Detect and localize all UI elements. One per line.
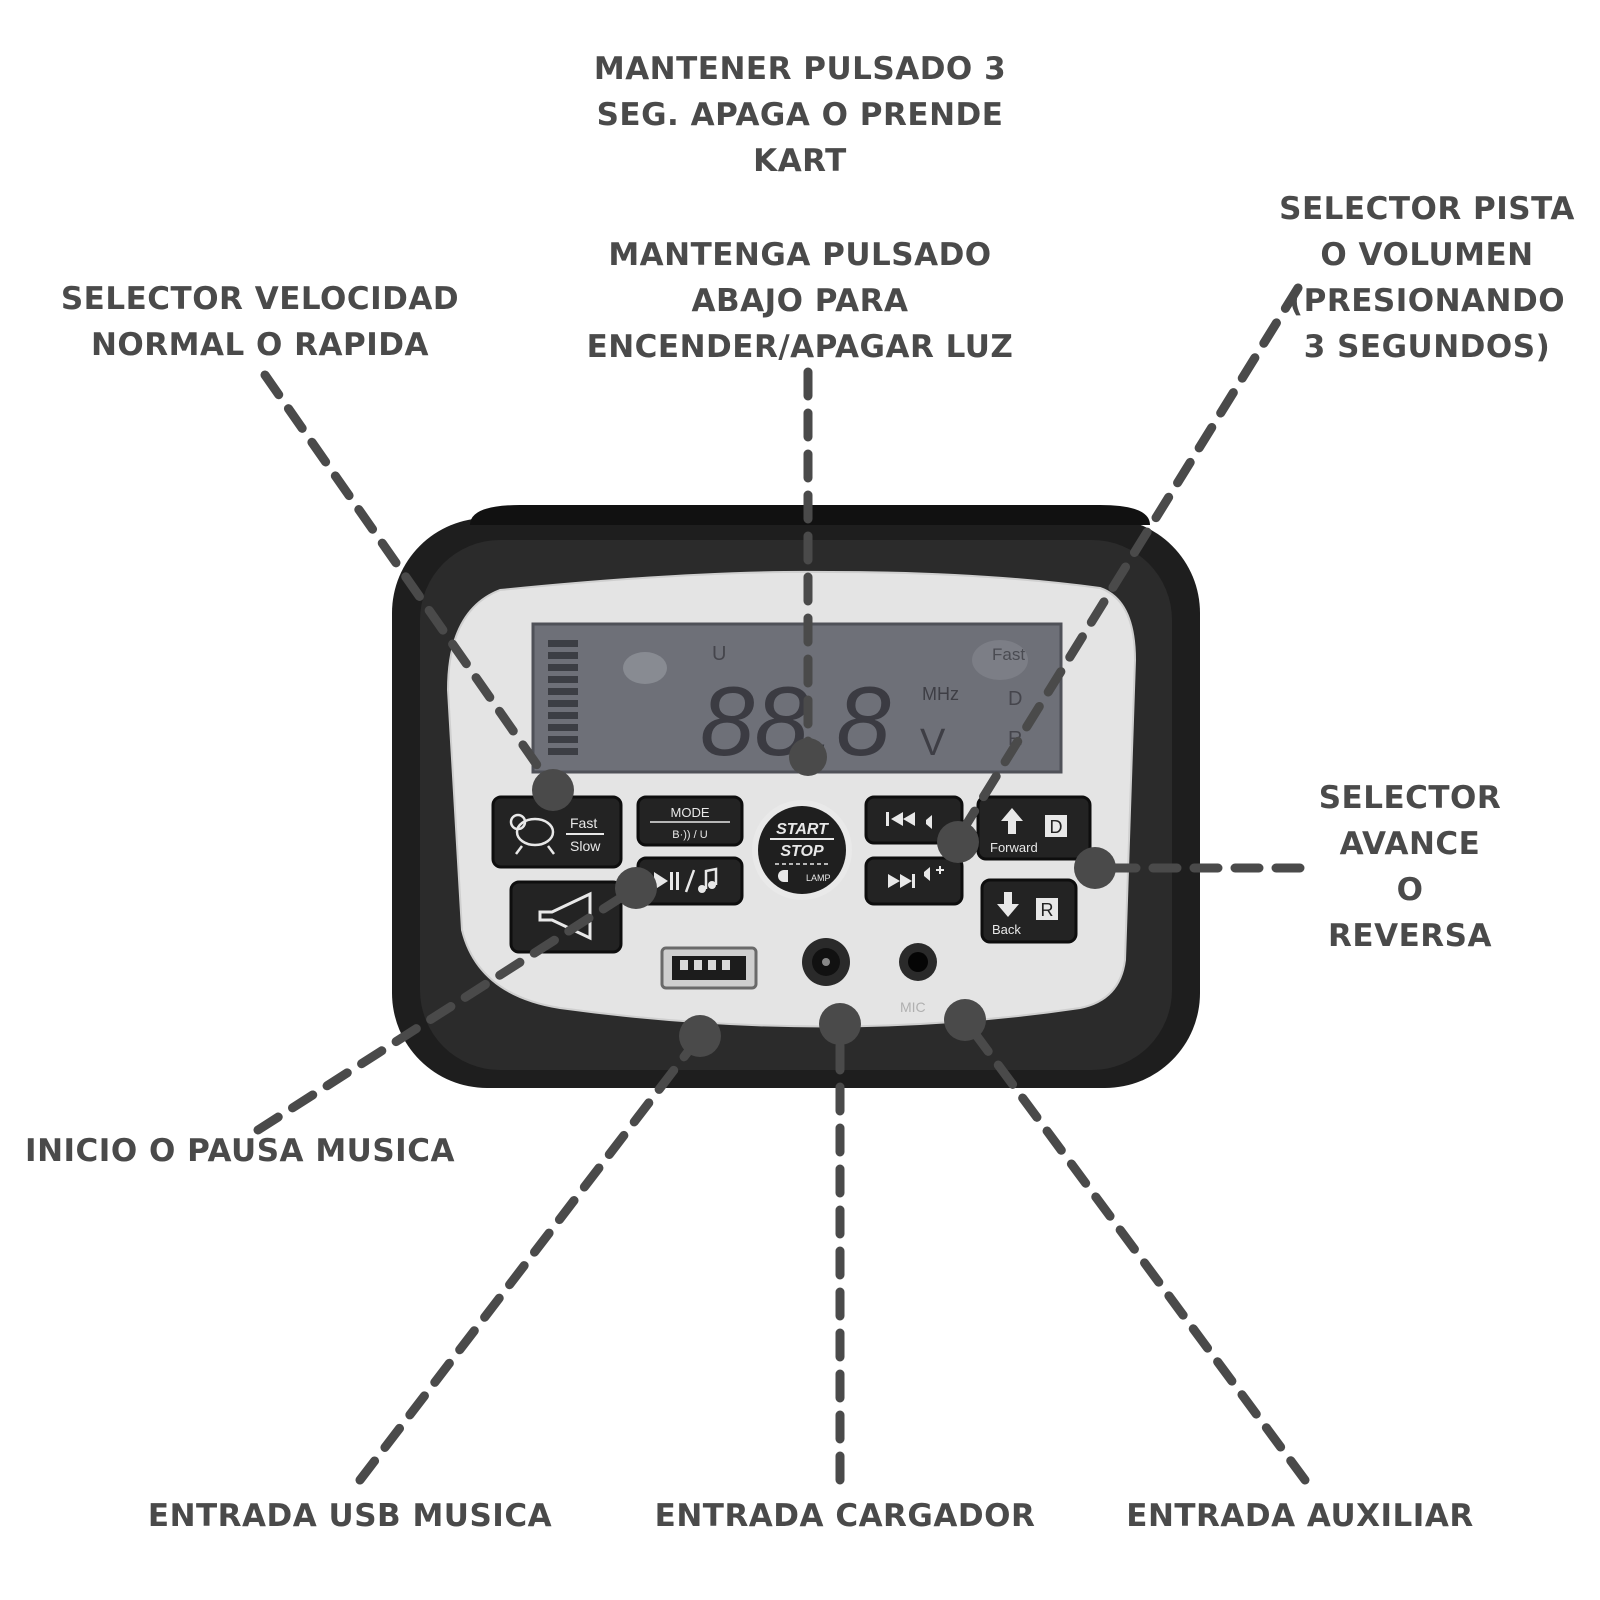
- dot-aux: [944, 999, 986, 1041]
- next-track-icon: [888, 866, 944, 888]
- dot-usb: [679, 1015, 721, 1057]
- callout-track-line-3: (PRESIONANDO: [1288, 283, 1566, 319]
- dot-direction: [1074, 847, 1116, 889]
- usb-port-icon[interactable]: [660, 946, 758, 990]
- callout-speed-line-1: SELECTOR VELOCIDAD: [60, 281, 460, 317]
- callout-light-hold: MANTENGA PULSADO ABAJO PARA ENCENDER/APA…: [560, 232, 1040, 370]
- callout-play-line-1: INICIO O PAUSA MUSICA: [25, 1133, 455, 1169]
- arrow-down-icon: [997, 892, 1019, 917]
- callout-leaders: [253, 283, 1310, 1485]
- callout-track-line-4: 3 SEGUNDOS): [1303, 329, 1551, 365]
- speed-button[interactable]: Fast Slow: [491, 795, 623, 869]
- callout-power-line-2: SEG. APAGA O PRENDE: [596, 97, 1004, 133]
- speed-button-top: Fast: [570, 815, 597, 831]
- horn-icon: [538, 891, 592, 941]
- callout-light-line-2: ABAJO PARA: [691, 283, 909, 319]
- callout-track-line-2: O VOLUMEN: [1320, 237, 1534, 273]
- level-bars: [548, 640, 578, 755]
- play-pause-music-icon: [654, 867, 718, 893]
- callout-direction-line-1: SELECTOR: [1318, 780, 1502, 816]
- callout-dots: [532, 738, 1116, 1057]
- mode-button-top: MODE: [671, 805, 710, 820]
- horn-button[interactable]: [509, 880, 623, 954]
- callout-charger-line-1: ENTRADA CARGADOR: [654, 1498, 1036, 1534]
- callout-direction: SELECTOR AVANCE O REVERSA: [1300, 775, 1520, 959]
- callout-usb: ENTRADA USB MUSICA: [130, 1493, 570, 1539]
- callout-speed-selector: SELECTOR VELOCIDAD NORMAL O RAPIDA: [40, 276, 480, 368]
- callout-direction-line-4: REVERSA: [1328, 918, 1492, 954]
- dot-power: [789, 738, 827, 776]
- dc-jack-icon[interactable]: [802, 938, 850, 986]
- lcd-mark-d: D: [1008, 688, 1022, 710]
- callout-direction-line-2: AVANCE: [1339, 826, 1481, 862]
- start-stop-button[interactable]: START STOP LAMP: [752, 800, 852, 900]
- lcd-unit-v: V: [920, 722, 946, 764]
- prev-track-button[interactable]: [864, 795, 964, 845]
- lcd-display: 88.8 V MHz U D R Fast: [531, 622, 1063, 776]
- arrow-up-icon: [1001, 808, 1023, 834]
- dot-play-pause: [615, 867, 657, 909]
- previous-track-icon: [886, 812, 932, 829]
- callout-direction-line-3: O: [1396, 872, 1424, 908]
- lamp-icon: [778, 870, 788, 882]
- mode-button-bottom: B·)) / U: [672, 829, 707, 841]
- mode-button[interactable]: MODE B·)) / U: [636, 795, 744, 847]
- back-letter: R: [1041, 900, 1054, 920]
- callout-power-line-3: KART: [753, 143, 847, 179]
- leader-aux: [960, 1015, 1310, 1485]
- callout-aux-line-1: ENTRADA AUXILIAR: [1126, 1498, 1474, 1534]
- callout-aux: ENTRADA AUXILIAR: [1110, 1493, 1490, 1539]
- callout-power-line-1: MANTENER PULSADO 3: [593, 51, 1007, 87]
- aux-jack-icon[interactable]: [899, 943, 937, 981]
- dot-speed: [532, 769, 574, 811]
- forward-letter: D: [1050, 817, 1063, 837]
- turtle-icon: [509, 813, 555, 855]
- lcd-mark-fast: Fast: [992, 645, 1025, 664]
- dot-charger: [819, 1003, 861, 1045]
- callout-charger: ENTRADA CARGADOR: [640, 1493, 1050, 1539]
- callout-usb-line-1: ENTRADA USB MUSICA: [147, 1498, 553, 1534]
- stop-label: STOP: [780, 843, 824, 860]
- back-label: Back: [992, 922, 1021, 937]
- callout-play-pause: INICIO O PAUSA MUSICA: [10, 1128, 470, 1174]
- callout-track-line-1: SELECTOR PISTA: [1279, 191, 1575, 227]
- leader-usb: [355, 1031, 705, 1485]
- leader-play-pause: [253, 883, 641, 1135]
- callout-light-line-1: MANTENGA PULSADO: [608, 237, 992, 273]
- lcd-mark-u: U: [712, 643, 726, 665]
- callout-track-volume: SELECTOR PISTA O VOLUMEN (PRESIONANDO 3 …: [1262, 186, 1592, 370]
- callout-light-line-3: ENCENDER/APAGAR LUZ: [586, 329, 1014, 365]
- speed-button-bottom: Slow: [570, 838, 601, 854]
- leader-speed: [260, 370, 558, 793]
- next-track-button[interactable]: [864, 856, 964, 906]
- callout-speed-line-2: NORMAL O RAPIDA: [90, 327, 430, 363]
- lcd-unit-mhz: MHz: [922, 684, 959, 704]
- callout-power-hold: MANTENER PULSADO 3 SEG. APAGA O PRENDE K…: [560, 46, 1040, 184]
- leader-track-volume: [953, 283, 1303, 843]
- forward-button[interactable]: Forward D: [976, 795, 1092, 861]
- mic-label: MIC: [900, 999, 926, 1015]
- dot-track-volume: [937, 821, 979, 863]
- back-button[interactable]: Back R: [980, 878, 1078, 944]
- forward-label: Forward: [990, 840, 1038, 855]
- start-label: START: [776, 821, 829, 838]
- lamp-label: LAMP: [806, 873, 831, 883]
